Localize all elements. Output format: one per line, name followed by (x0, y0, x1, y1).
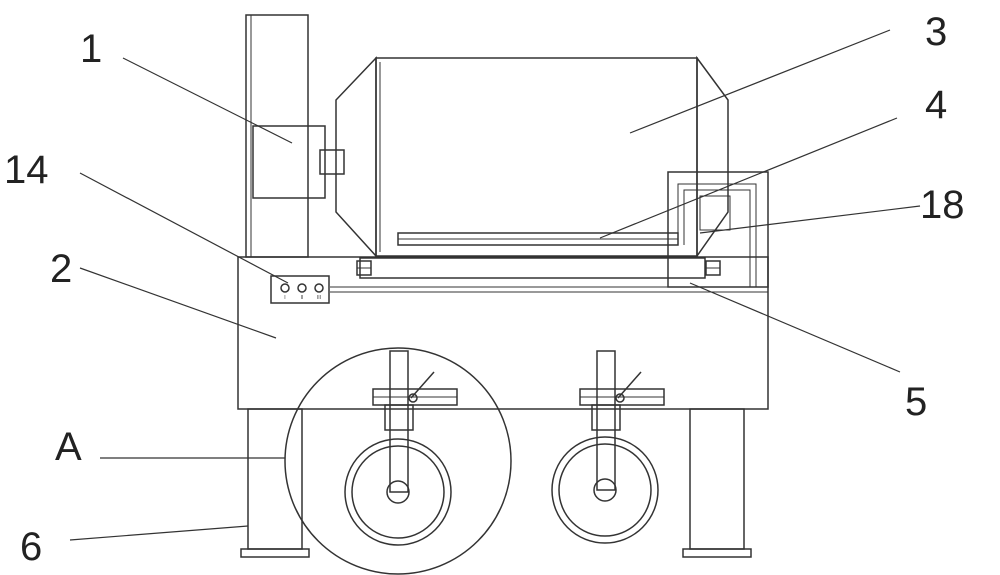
callout-label: 18 (920, 183, 965, 227)
control-knob (297, 283, 307, 293)
control-panel: I II III (270, 275, 330, 304)
bolt-right (705, 260, 721, 276)
vertical-column (245, 14, 345, 258)
right-leg (682, 408, 752, 558)
callout-label: A (55, 425, 82, 469)
callout-label: 5 (905, 380, 927, 424)
leader-lines (69, 29, 921, 541)
left-leg (240, 408, 310, 558)
small-wheel (551, 350, 665, 544)
callout-labels: 1 3 4 14 18 2 5 A 6 (4, 10, 965, 569)
callout-label: 6 (20, 525, 42, 569)
wheel-hub (386, 480, 410, 504)
wheel-hub (593, 478, 617, 502)
bolt-left (356, 260, 372, 276)
knob-mark: II (301, 295, 304, 301)
drum-housing (335, 55, 729, 259)
wheel-strut (389, 350, 409, 493)
callout-label: 3 (925, 10, 947, 54)
callout-label: 4 (925, 83, 947, 127)
callout-label: 14 (4, 148, 49, 192)
tray (397, 232, 679, 246)
wheel-strut (596, 350, 616, 491)
callout-label: 1 (80, 27, 102, 71)
column-connector (319, 149, 345, 175)
callout-label: 2 (50, 247, 72, 291)
large-wheel (284, 347, 512, 575)
control-knob (280, 283, 290, 293)
knob-mark: III (317, 295, 321, 301)
column-motor-box (252, 125, 326, 199)
side-duct (667, 171, 769, 288)
rail (359, 257, 706, 279)
knob-mark: I (284, 295, 285, 301)
machine-body (237, 256, 769, 410)
control-knob (314, 283, 324, 293)
